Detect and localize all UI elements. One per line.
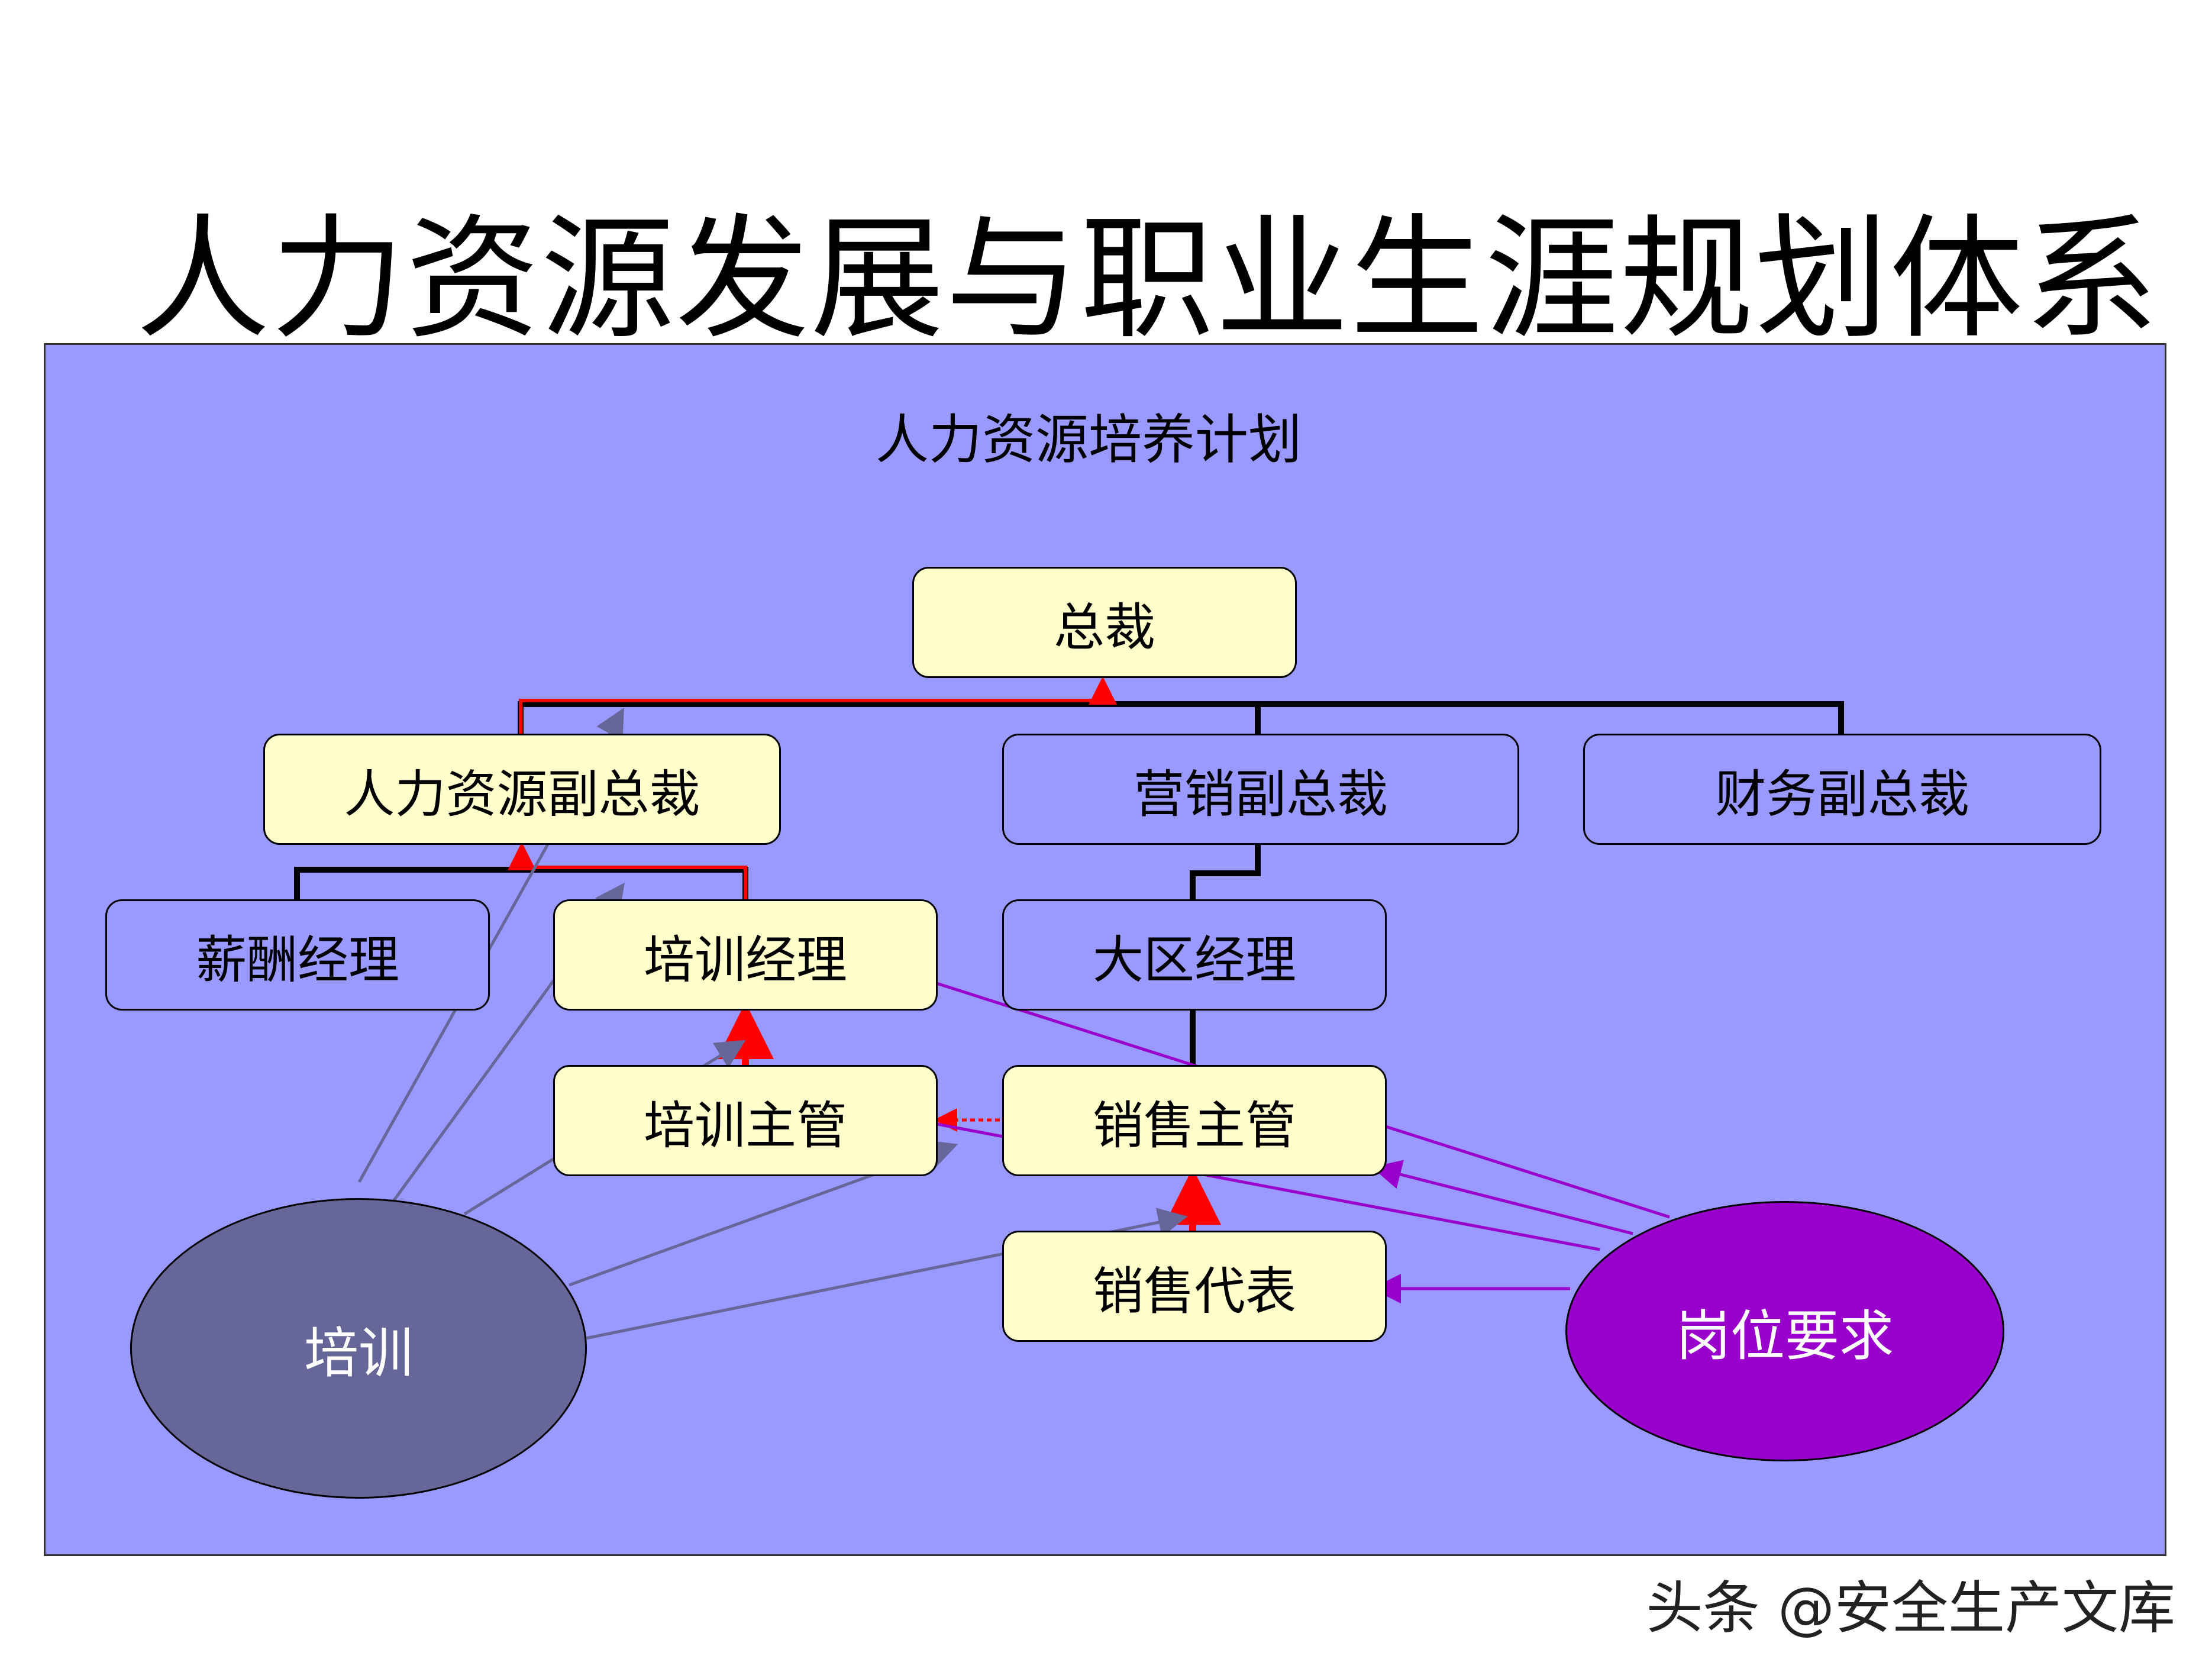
box-sales-supervisor: 销售主管 xyxy=(1002,1065,1387,1176)
box-region-manager: 大区经理 xyxy=(1002,899,1387,1011)
ellipse-training: 培训 xyxy=(130,1198,587,1499)
page-title: 人力资源发展与职业生涯规划体系 xyxy=(136,202,2160,357)
box-sales-vp: 营销副总裁 xyxy=(1002,734,1519,845)
diagram-subtitle: 人力资源培养计划 xyxy=(876,409,1302,471)
connector-salesvp-to-region xyxy=(1190,845,1261,899)
connector-ceo-to-vps xyxy=(518,701,1844,734)
box-sales-rep: 销售代表 xyxy=(1002,1231,1387,1342)
box-training-manager: 培训经理 xyxy=(553,899,938,1011)
watermark: 头条 @安全生产文库 xyxy=(1646,1575,2175,1641)
box-comp-manager: 薪酬经理 xyxy=(105,899,490,1011)
req-to-sales-supervisor xyxy=(1371,1160,1633,1235)
box-finance-vp: 财务副总裁 xyxy=(1583,734,2101,845)
box-ceo: 总裁 xyxy=(912,567,1297,678)
ellipse-job-requirements: 岗位要求 xyxy=(1565,1201,2004,1461)
path-hrvp-to-ceo xyxy=(519,676,1117,734)
box-training-supervisor: 培训主管 xyxy=(553,1065,938,1176)
box-hr-vp: 人力资源副总裁 xyxy=(263,734,781,845)
path-training-manager-to-hrvp xyxy=(508,842,747,899)
